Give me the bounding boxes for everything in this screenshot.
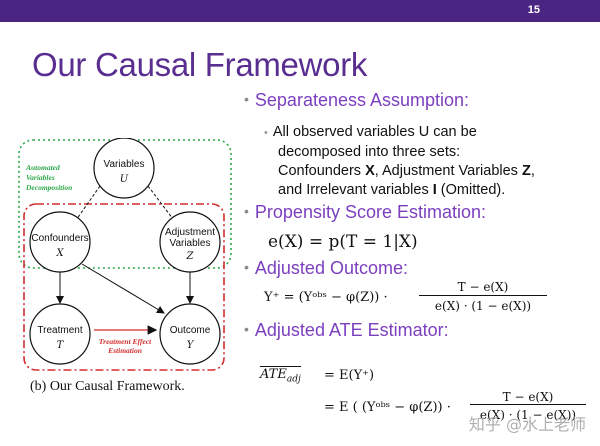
slide-title: Our Causal Framework [32, 46, 368, 83]
adjusted-outcome-denominator: e(X) · (1 − e(X)) [434, 299, 532, 313]
node-x-label: Confounders [31, 233, 88, 244]
diagram-caption: (b) Our Causal Framework. [30, 379, 185, 394]
node-t [29, 303, 91, 365]
node-y [159, 303, 221, 365]
detail-line-3c: , Adjustment Variables [374, 163, 522, 179]
ate-subscript: adj [286, 374, 301, 385]
slide-header-bar: 15 [0, 0, 600, 22]
bullet-ate-label: Adjusted ATE Estimator: [254, 320, 449, 340]
auto-label-line3: Decomposition [25, 183, 72, 192]
node-u [93, 137, 155, 199]
slide-number: 15 [527, 4, 540, 16]
node-t-var: T [57, 340, 65, 351]
ate-numerator: T − e(X) [470, 390, 586, 405]
node-z-label-1: Adjustment [165, 227, 215, 238]
sub-bullet-dot: • [264, 127, 268, 139]
detail-line-3a: Confounders [278, 163, 366, 179]
bullet-separateness: • Separateness Assumption: [244, 90, 469, 111]
detail-line-4a: and Irrelevant variables [278, 182, 433, 198]
ate-formula-line2: = E ( (Yᵒᵇˢ − φ(Z)) · [324, 400, 451, 415]
edge-u-x [73, 185, 101, 224]
detail-line-3d: Z [521, 163, 531, 179]
node-x [29, 211, 91, 273]
causal-diagram-svg: Automated Variables Decomposition Variab… [18, 137, 232, 371]
node-z-label-2: Variables [170, 238, 211, 249]
adjusted-outcome-formula-lhs: Y⁺ = (Yᵒᵇˢ − φ(Z)) · [264, 290, 388, 305]
detail-line-1: • All observed variables U can be [264, 123, 594, 143]
bullet-propensity-label: Propensity Score Estimation: [254, 202, 487, 222]
treatment-effect-box [23, 203, 225, 371]
bullet-ate: • Adjusted ATE Estimator: [244, 320, 449, 341]
watermark: 知乎 @水上老师 [468, 415, 586, 434]
detail-line-4c: (Omitted). [436, 182, 506, 198]
edge-label-1: Treatment Effect [99, 337, 152, 346]
bullet-separateness-label: Separateness Assumption: [254, 90, 470, 110]
node-u-var: U [120, 174, 129, 185]
auto-label-line1: Automated [25, 163, 60, 172]
bullet-adjusted-outcome: • Adjusted Outcome: [244, 258, 408, 279]
auto-label-line2: Variables [26, 173, 55, 182]
node-z [159, 211, 221, 273]
node-t-label: Treatment [37, 325, 82, 336]
detail-line-3e: , [530, 163, 535, 179]
propensity-formula: e(X) = p(T = 1|X) [268, 232, 418, 252]
edge-x-y [81, 263, 165, 314]
ate-denominator: e(X) · (1 − e(X)) [479, 408, 577, 422]
adjusted-outcome-numerator: T − e(X) [419, 280, 547, 296]
node-x-var: X [55, 248, 64, 259]
detail-line-1-text: All observed variables U can be [272, 124, 477, 140]
node-u-label: Variables [104, 159, 145, 170]
ate-formula-line1: = E(Y⁺) [324, 368, 375, 383]
ate-symbol: ATEadj [260, 366, 301, 385]
causal-diagram: Automated Variables Decomposition Variab… [14, 137, 236, 438]
edge-u-z [147, 185, 177, 224]
detail-line-2: decomposed into three sets: [278, 144, 461, 160]
bullet-separateness-detail: • All observed variables U can be decompo… [264, 123, 594, 200]
ate-symbol-text: ATE [260, 367, 287, 382]
bullet-dot: • [244, 203, 249, 219]
node-z-var: Z [186, 251, 195, 262]
node-y-label: Outcome [170, 325, 211, 336]
detail-line-4b: I [432, 182, 437, 198]
edge-label-2: Estimation [107, 346, 142, 355]
bullet-propensity: • Propensity Score Estimation: [244, 202, 486, 223]
detail-line-3: Confounders X, Adjustment Variables Z, [264, 162, 594, 181]
bullet-dot: • [244, 91, 249, 107]
detail-line-3b: X [365, 163, 375, 179]
detail-line-4: and Irrelevant variables I (Omitted). [264, 181, 594, 200]
bullet-dot: • [244, 321, 249, 337]
node-y-var: Y [187, 340, 195, 351]
bullet-dot: • [244, 259, 249, 275]
bullet-adjusted-outcome-label: Adjusted Outcome: [254, 258, 408, 278]
